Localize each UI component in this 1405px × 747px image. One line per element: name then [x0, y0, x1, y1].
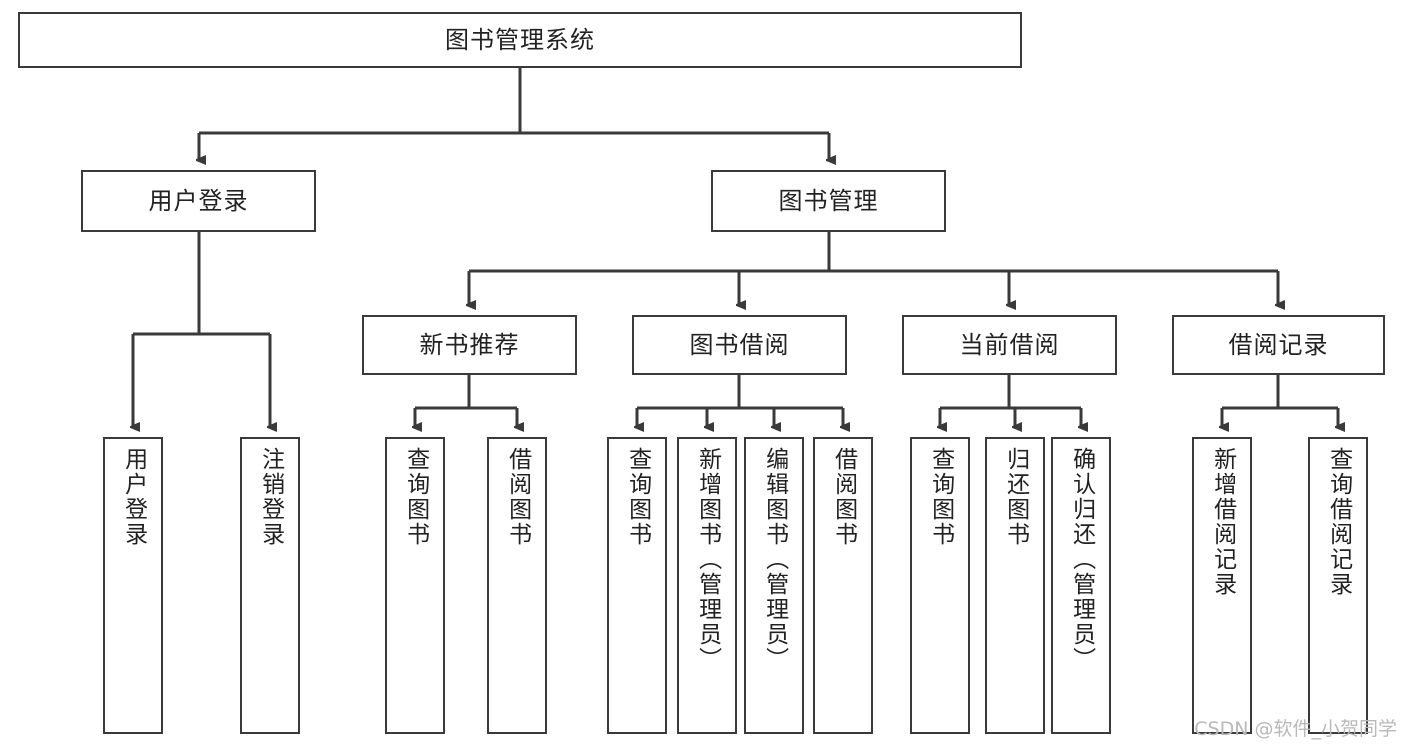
node-leaf-cur-confirm-return[interactable]: 确认归还（管理员）: [1051, 437, 1111, 734]
node-leaf-rec-borrow-book-label: 借阅图书: [504, 447, 531, 547]
node-leaf-cur-query-book[interactable]: 查询图书: [910, 437, 970, 734]
node-user-login-label: 用户登录: [148, 186, 249, 215]
node-borrow-record-label: 借阅记录: [1228, 330, 1329, 359]
node-leaf-rec-query-book-label: 查询图书: [402, 447, 429, 547]
node-leaf-borrow-edit-book[interactable]: 编辑图书（管理员）: [744, 437, 804, 734]
node-new-book-recommend[interactable]: 新书推荐: [362, 315, 577, 375]
node-book-manage[interactable]: 图书管理: [711, 170, 946, 232]
node-leaf-user-login-label: 用户登录: [120, 447, 147, 547]
node-leaf-rec-add-record[interactable]: 新增借阅记录: [1192, 437, 1252, 734]
node-book-manage-label: 图书管理: [778, 186, 879, 215]
node-user-login[interactable]: 用户登录: [81, 170, 316, 232]
node-borrow-record[interactable]: 借阅记录: [1172, 315, 1385, 375]
node-leaf-borrow-borrow-book[interactable]: 借阅图书: [813, 437, 873, 734]
node-leaf-rec-query-record-label: 查询借阅记录: [1325, 447, 1352, 597]
node-book-borrow[interactable]: 图书借阅: [632, 315, 847, 375]
node-leaf-borrow-edit-book-label: 编辑图书（管理员）: [761, 447, 788, 672]
node-leaf-cur-return-book-label: 归还图书: [1002, 447, 1029, 547]
node-leaf-rec-query-record[interactable]: 查询借阅记录: [1308, 437, 1368, 734]
node-current-borrow-label: 当前借阅: [959, 330, 1060, 359]
node-leaf-rec-query-book[interactable]: 查询图书: [385, 437, 445, 734]
node-new-book-recommend-label: 新书推荐: [419, 330, 520, 359]
node-leaf-cur-query-book-label: 查询图书: [927, 447, 954, 547]
node-leaf-user-logout[interactable]: 注销登录: [240, 437, 300, 734]
node-leaf-user-logout-label: 注销登录: [257, 447, 284, 547]
node-leaf-borrow-add-book[interactable]: 新增图书（管理员）: [677, 437, 737, 734]
csdn-watermark: CSDN @软件_小贺同学: [1194, 718, 1397, 740]
node-leaf-borrow-add-book-label: 新增图书（管理员）: [694, 447, 721, 672]
node-root-label: 图书管理系统: [445, 25, 595, 54]
node-root[interactable]: 图书管理系统: [18, 12, 1022, 68]
node-leaf-cur-return-book[interactable]: 归还图书: [985, 437, 1045, 734]
node-leaf-rec-add-record-label: 新增借阅记录: [1209, 447, 1236, 597]
node-leaf-user-login[interactable]: 用户登录: [103, 437, 163, 734]
node-leaf-rec-borrow-book[interactable]: 借阅图书: [487, 437, 547, 734]
node-leaf-borrow-query-book-label: 查询图书: [624, 447, 651, 547]
node-leaf-borrow-query-book[interactable]: 查询图书: [607, 437, 667, 734]
node-leaf-cur-confirm-return-label: 确认归还（管理员）: [1068, 447, 1095, 672]
node-leaf-borrow-borrow-book-label: 借阅图书: [830, 447, 857, 547]
node-book-borrow-label: 图书借阅: [689, 330, 790, 359]
node-current-borrow[interactable]: 当前借阅: [902, 315, 1117, 375]
